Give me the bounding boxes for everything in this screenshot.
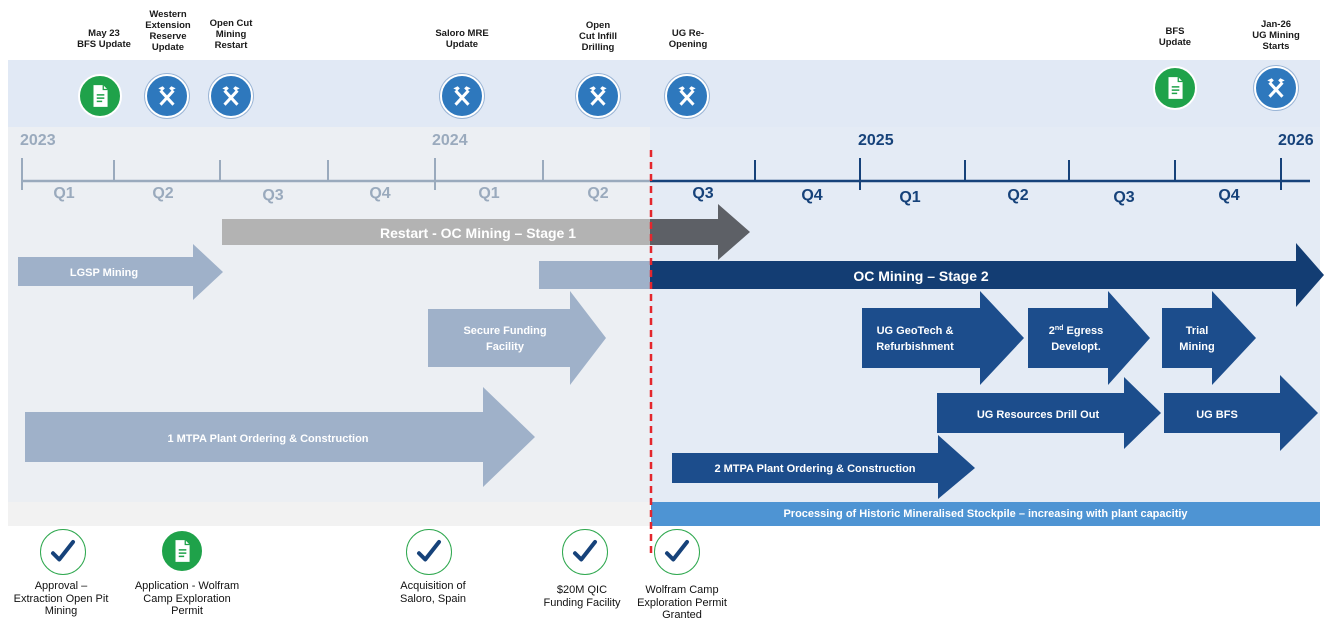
year-label-2026: 2026 <box>1278 132 1314 149</box>
egress-label-text: Egress <box>1063 325 1103 337</box>
quarter-label: Q2 <box>587 185 609 202</box>
lgsp-mining-label: LGSP Mining <box>70 267 138 279</box>
secure-funding-arrow <box>428 291 606 385</box>
quarter-label: Q1 <box>53 185 75 202</box>
milestone-ug-reopening: UG Re-Opening <box>668 28 708 50</box>
egress-label-line2: Developt. <box>1051 341 1101 353</box>
trial-mining-label-line2: Mining <box>1179 341 1214 353</box>
oc2-bar-label: OC Mining – Stage 2 <box>853 268 989 284</box>
year-label-2025: 2025 <box>858 132 894 149</box>
ug-resources-label: UG Resources Drill Out <box>977 409 1100 421</box>
document-icon <box>160 529 204 573</box>
plant-2mtpa-arrow <box>672 435 975 499</box>
ug-geotech-arrow <box>862 291 1024 385</box>
ug-bfs-label: UG BFS <box>1196 409 1238 421</box>
quarter-label: Q1 <box>899 189 921 206</box>
completed-period-footer <box>8 502 650 526</box>
ug-geotech-label-line2: Refurbishment <box>876 341 954 353</box>
egress-label-line1: 2nd Egress <box>1049 325 1103 337</box>
mining-hammers-icon <box>1254 66 1298 110</box>
plant-1mtpa-arrow <box>25 387 535 487</box>
secure-funding-label-line1: Secure Funding <box>463 325 546 337</box>
quarter-label: Q3 <box>692 185 714 202</box>
quarter-label: Q3 <box>262 187 284 204</box>
quarter-label: Q1 <box>478 185 500 202</box>
document-icon <box>1153 66 1197 110</box>
quarter-label: Q2 <box>152 185 174 202</box>
mining-hammers-icon <box>145 74 189 118</box>
oc2-arrow <box>650 243 1324 307</box>
lgsp-mining-arrow <box>18 244 223 300</box>
trial-mining-arrow <box>1162 291 1256 385</box>
checkmark-icon <box>40 529 86 575</box>
stockpile-processing-bar: Processing of Historic Mineralised Stock… <box>651 502 1320 526</box>
ug-geotech-label-line1: UG GeoTech & <box>877 325 954 337</box>
egress-arrow <box>1028 291 1150 385</box>
quarter-label: Q4 <box>801 187 823 204</box>
restart-bar-light <box>222 219 650 245</box>
oc2-bar-past <box>539 261 650 289</box>
egress-label-num: 2 <box>1049 325 1055 337</box>
checkmark-icon <box>406 529 452 575</box>
secure-funding-label-line2: Facility <box>486 341 525 353</box>
quarter-label: Q3 <box>1113 189 1135 206</box>
plant-1mtpa-label: 1 MTPA Plant Ordering & Construction <box>167 433 368 445</box>
quarter-label: Q4 <box>1218 187 1240 204</box>
year-label-2024: 2024 <box>432 132 468 149</box>
ug-resources-arrow <box>937 377 1161 449</box>
checkmark-icon <box>654 529 700 575</box>
checkmark-icon <box>562 529 608 575</box>
restart-bar-label: Restart - OC Mining – Stage 1 <box>380 225 576 241</box>
mining-hammers-icon <box>209 74 253 118</box>
quarter-label: Q2 <box>1007 187 1029 204</box>
egress-label-sup: nd <box>1055 325 1064 332</box>
mining-hammers-icon <box>665 74 709 118</box>
plant-2mtpa-label: 2 MTPA Plant Ordering & Construction <box>714 463 915 475</box>
year-label-2023: 2023 <box>20 132 56 149</box>
document-icon <box>78 74 122 118</box>
ug-bfs-arrow <box>1164 375 1318 451</box>
trial-mining-label-line1: Trial <box>1186 325 1209 337</box>
mining-hammers-icon <box>576 74 620 118</box>
restart-bar-dark <box>650 204 750 260</box>
mining-hammers-icon <box>440 74 484 118</box>
quarter-label: Q4 <box>369 185 391 202</box>
